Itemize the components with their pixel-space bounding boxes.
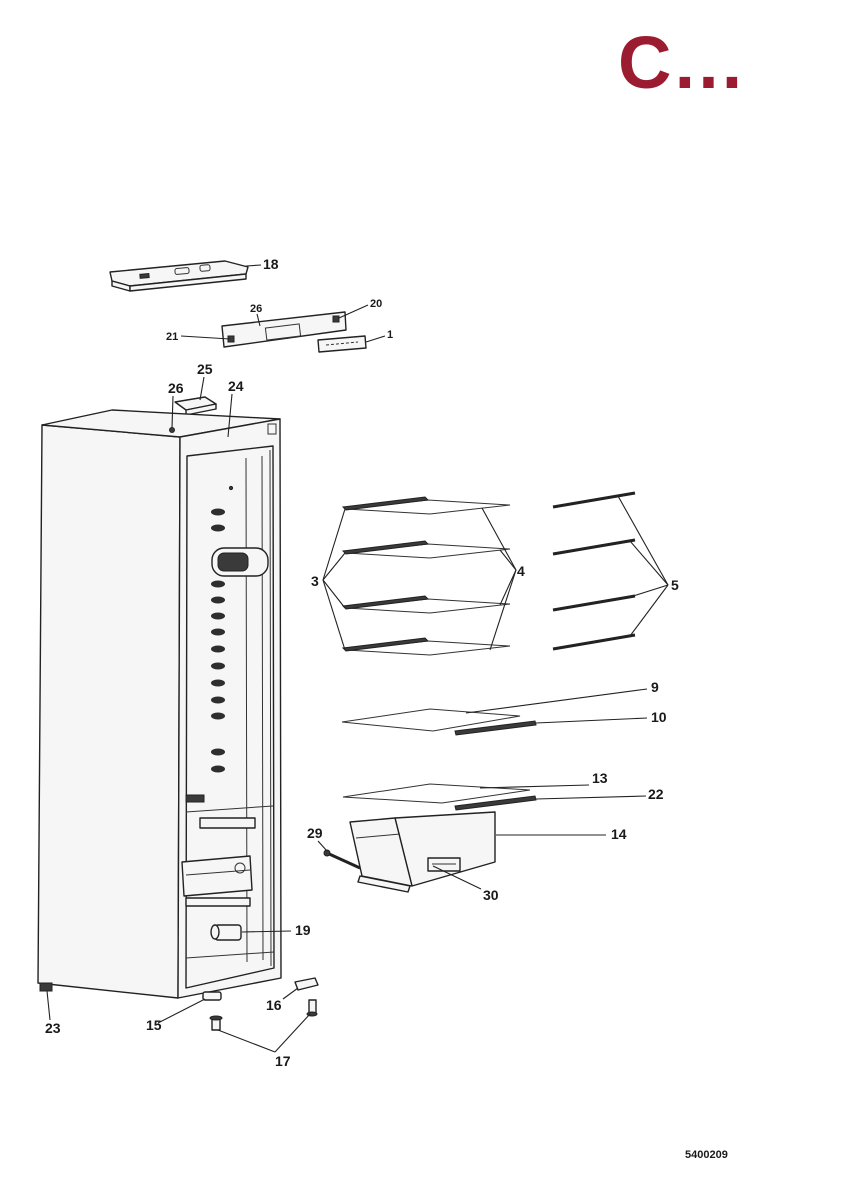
part-10-shelf-trim — [454, 720, 537, 736]
part-25-top-cover — [174, 396, 217, 416]
shelf-trims — [552, 491, 636, 651]
part-18-top-bracket — [109, 260, 249, 292]
glass-shelf-3 — [341, 595, 511, 614]
cabinet-inner-liner — [185, 445, 275, 989]
part-17-adjustable-feet — [209, 999, 318, 1031]
part-26-screw — [169, 427, 175, 433]
document-number: 5400209 — [685, 1149, 728, 1161]
shelf-support-slots — [211, 508, 225, 773]
part-23-foot — [39, 982, 53, 992]
callout-16: 16 — [266, 997, 282, 1013]
part-22-cover-trim — [454, 795, 537, 811]
callout-9: 9 — [651, 679, 659, 695]
part-15-bracket — [202, 991, 222, 1001]
callout-23: 23 — [45, 1020, 61, 1036]
brand-logo-text: C… — [618, 21, 745, 104]
glass-shelf-1 — [341, 496, 511, 515]
part-19-drain — [210, 924, 242, 941]
leader-lines — [46, 264, 669, 1053]
callout-15: 15 — [146, 1017, 162, 1033]
refrigerator-cabinet — [37, 409, 282, 999]
callout-4: 4 — [517, 563, 525, 579]
glass-shelf-2 — [341, 540, 511, 559]
callout-3: 3 — [311, 573, 319, 589]
callout-18: 18 — [263, 256, 279, 272]
callout-25: 25 — [197, 361, 213, 377]
part-14-crisper-drawer — [349, 811, 496, 893]
callout-22: 22 — [648, 786, 664, 802]
callout-13: 13 — [592, 770, 608, 786]
callout-26-panel: 26 — [250, 303, 262, 315]
callout-17: 17 — [275, 1053, 291, 1069]
callout-26-top: 26 — [168, 380, 184, 396]
part-9-glass-shelf — [341, 708, 521, 732]
callout-20: 20 — [370, 298, 382, 310]
callout-24: 24 — [228, 378, 244, 394]
part-13-crisper-cover — [342, 783, 531, 804]
glass-shelf-4 — [341, 637, 511, 656]
lamp-housing — [211, 547, 269, 577]
part-20-switch — [332, 315, 340, 323]
crisper-cover-support — [181, 855, 253, 897]
part-1-label-plate — [317, 335, 367, 353]
callout-labels: 18 26 20 21 1 25 26 24 3 4 5 9 10 13 22 … — [45, 256, 679, 1069]
callout-21: 21 — [166, 331, 178, 343]
callout-29: 29 — [307, 825, 323, 841]
callout-5: 5 — [671, 577, 679, 593]
callout-14: 14 — [611, 826, 627, 842]
callout-30: 30 — [483, 887, 499, 903]
part-16-hinge — [294, 977, 319, 991]
callout-1: 1 — [387, 329, 393, 341]
glass-shelves — [341, 496, 511, 656]
callout-19: 19 — [295, 922, 311, 938]
part-29-rod — [323, 849, 361, 870]
cabinet-side-panel — [37, 424, 181, 999]
callout-10: 10 — [651, 709, 667, 725]
